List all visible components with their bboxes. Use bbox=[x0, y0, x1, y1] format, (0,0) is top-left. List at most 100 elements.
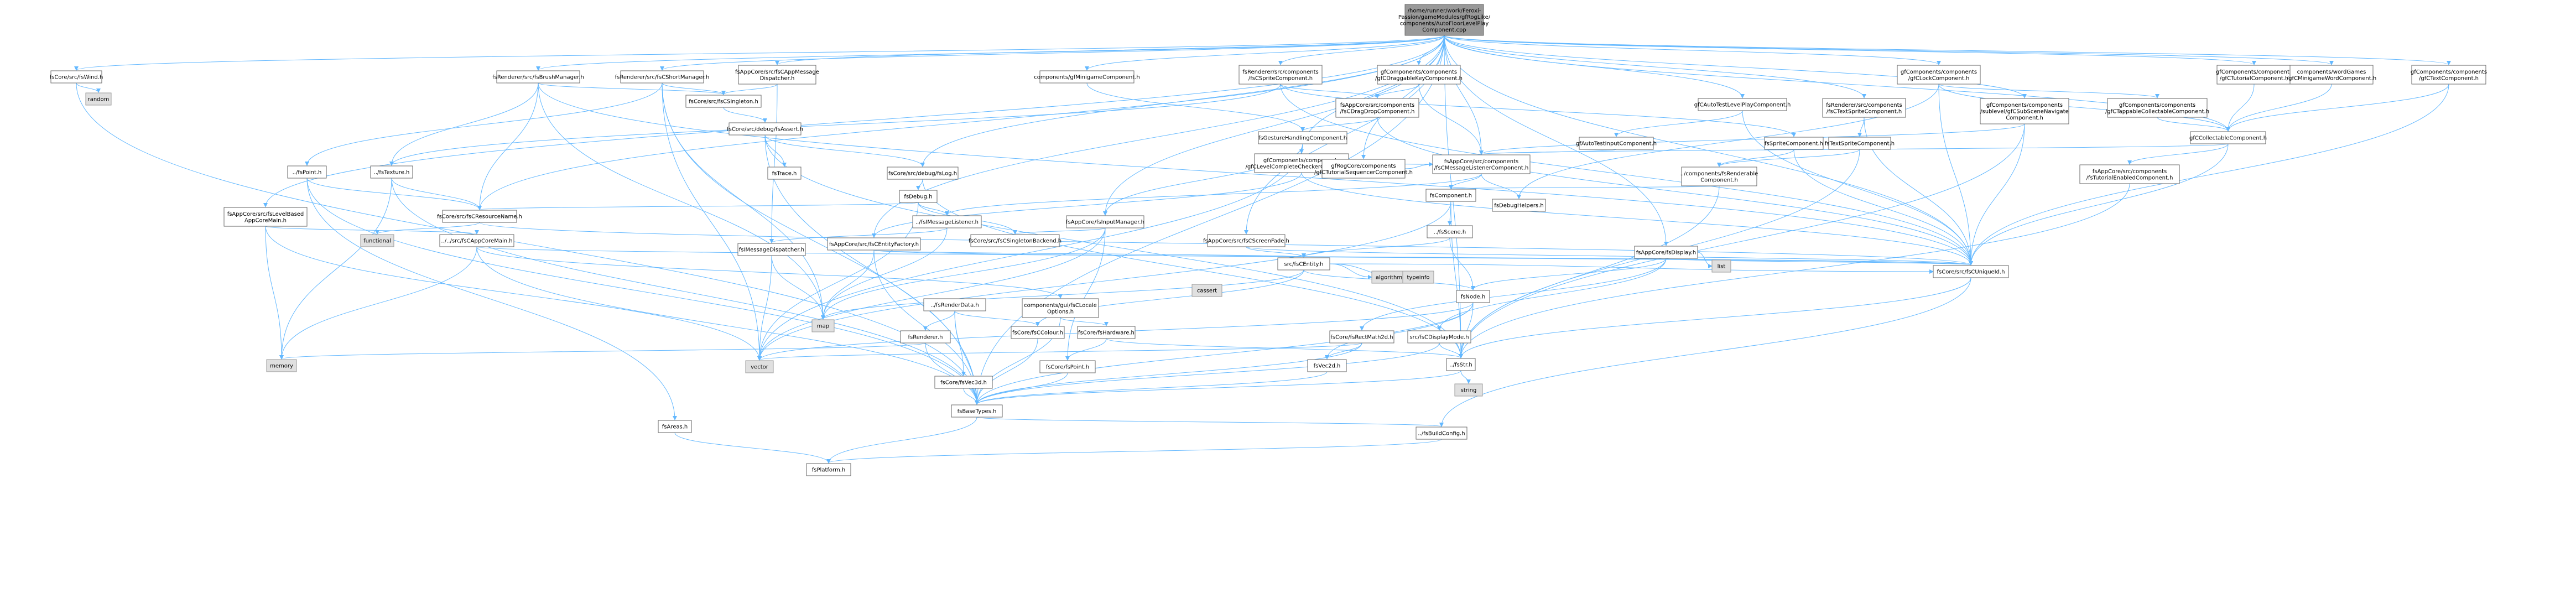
node-box bbox=[1897, 65, 1981, 85]
header-node[interactable]: fsCore/fsCColour.h bbox=[1011, 326, 1065, 339]
header-node[interactable]: fsCore/src/fsCSingletonBackend.h bbox=[969, 234, 1061, 247]
header-node[interactable]: src/fsCEntity.h bbox=[1277, 257, 1330, 271]
node-label: /gfCTappableCollectableComponent.h bbox=[2105, 108, 2209, 115]
header-node[interactable]: fsIMessageDispatcher.h bbox=[737, 243, 806, 256]
header-node[interactable]: gfComponents/components/gfCLockComponent… bbox=[1897, 65, 1981, 85]
include-edge bbox=[764, 134, 1463, 358]
header-node[interactable]: fsCore/src/debug/fsLog.h bbox=[887, 167, 959, 180]
include-edge bbox=[873, 249, 1973, 266]
header-node[interactable]: fsAppCore/src/components/fsTutorialEnabl… bbox=[2079, 164, 2180, 184]
node-label: gfComponents/components bbox=[1986, 102, 2063, 108]
header-node[interactable]: fsRenderer/src/fsBrushManager.h bbox=[492, 70, 584, 84]
header-node[interactable]: fsRenderer/src/components/fsCSpriteCompo… bbox=[1238, 65, 1323, 85]
header-node[interactable]: gfAutoTestInputComponent.h bbox=[1576, 137, 1657, 150]
header-node[interactable]: fsCore/src/fsCResourceName.h bbox=[437, 210, 522, 223]
system-header-node[interactable]: functional bbox=[360, 234, 394, 247]
header-node[interactable]: fsPlatform.h bbox=[806, 463, 851, 476]
include-edge bbox=[826, 417, 977, 464]
header-node[interactable]: gfCCollectableComponent.h bbox=[2189, 131, 2267, 144]
header-node[interactable]: fsCore/src/fsWind.h bbox=[50, 70, 103, 84]
system-header-node[interactable]: typeinfo bbox=[1402, 271, 1434, 284]
node-label: typeinfo bbox=[1407, 275, 1429, 281]
header-node[interactable]: fsDebug.h bbox=[899, 190, 938, 203]
header-node[interactable]: gfComponents/components/gfCTextComponent… bbox=[2411, 65, 2487, 85]
include-edge bbox=[1793, 149, 1973, 266]
header-node[interactable]: gfComponents/components/sublevel/gfCSubS… bbox=[1980, 98, 2069, 124]
node-label: /gfCLockComponent.h bbox=[1908, 75, 1970, 81]
system-header-node[interactable]: map bbox=[811, 319, 835, 332]
header-node[interactable]: fsBaseTypes.h bbox=[951, 404, 1003, 418]
system-header-node[interactable]: memory bbox=[266, 359, 297, 372]
header-node[interactable]: fsCore/src/debug/fsAssert.h bbox=[727, 122, 803, 136]
node-label: components/wordGames bbox=[2297, 69, 2366, 75]
header-node[interactable]: gfComponents/components/gfCDraggableKeyC… bbox=[1375, 65, 1463, 85]
header-node[interactable]: fsRenderer/src/fsCShortManager.h bbox=[615, 70, 710, 84]
header-node[interactable]: ../../src/fsCAppCoreMain.h bbox=[439, 234, 514, 247]
header-node[interactable]: ../fsRenderData.h bbox=[923, 298, 986, 311]
header-node[interactable]: ../fsPoint.h bbox=[287, 165, 327, 179]
header-node[interactable]: components/gfMinigameComponent.h bbox=[1034, 70, 1140, 84]
header-node[interactable]: fsCore/fsHardware.h bbox=[1077, 326, 1136, 339]
system-header-node[interactable]: cassert bbox=[1191, 284, 1222, 297]
include-edge bbox=[305, 82, 663, 166]
header-node[interactable]: fsCore/src/fsCSingleton.h bbox=[685, 95, 762, 108]
header-node[interactable]: fsRenderer/src/components/fsCTextSpriteC… bbox=[1822, 98, 1906, 118]
system-header-node[interactable]: random bbox=[85, 92, 112, 106]
root-file-node[interactable]: /home/runner/work/Feroxi-Passion/gameMod… bbox=[1398, 4, 1491, 36]
header-node[interactable]: fsAppCore/src/components/fsCDragDropComp… bbox=[1335, 98, 1419, 118]
node-label: vector bbox=[751, 365, 769, 371]
header-node[interactable]: fsAppCore/src/fsCEntityFactory.h bbox=[827, 237, 921, 251]
header-node[interactable]: ../fsScene.h bbox=[1427, 225, 1473, 238]
include-edge bbox=[757, 227, 1106, 361]
node-label: /sublevel/gfCSubSceneNavigate bbox=[1980, 109, 2069, 115]
system-header-node[interactable]: algorithm bbox=[1371, 271, 1407, 284]
header-node[interactable]: fsAppCore/src/components/fsCMessageListe… bbox=[1432, 154, 1531, 174]
system-header-node[interactable]: vector bbox=[745, 360, 774, 373]
header-node[interactable]: src/fsCDisplayMode.h bbox=[1407, 330, 1471, 344]
header-node[interactable]: fsCore/fsPoint.h bbox=[1039, 360, 1096, 373]
header-node[interactable]: fsTextSpriteComponent.h bbox=[1825, 137, 1895, 150]
node-label: Component.h bbox=[2006, 115, 2043, 121]
header-node[interactable]: components/wordGames/gfCMinigameWordComp… bbox=[2287, 65, 2376, 85]
header-node[interactable]: ../fsIMessageListener.h bbox=[912, 215, 982, 228]
header-node[interactable]: fsDebugHelpers.h bbox=[1492, 199, 1546, 212]
node-label: fsTextSpriteComponent.h bbox=[1825, 141, 1895, 147]
header-node[interactable]: fsSpriteComponent.h bbox=[1764, 137, 1824, 150]
header-node[interactable]: ../fsStr.h bbox=[1446, 358, 1476, 371]
header-node[interactable]: fsCore/fsRectMath2d.h bbox=[1329, 330, 1394, 344]
header-node[interactable]: gfComponents/components/gfCTutorialCompo… bbox=[2216, 65, 2292, 85]
system-header-node[interactable]: string bbox=[1454, 383, 1483, 397]
header-node[interactable]: gfRogCore/components/gfCTutorialSequence… bbox=[1314, 159, 1413, 179]
include-edge bbox=[306, 178, 979, 405]
header-node[interactable]: fsCore/fsVec3d.h bbox=[934, 376, 993, 389]
include-edge bbox=[821, 227, 948, 320]
node-label: fsNode.h bbox=[1461, 294, 1485, 300]
header-node[interactable]: fsVec2d.h bbox=[1307, 359, 1347, 372]
node-label: /fsCSpriteComponent.h bbox=[1248, 75, 1313, 81]
node-box bbox=[2107, 98, 2208, 118]
header-node[interactable]: fsCore/src/fsCUniqueId.h bbox=[1933, 265, 2009, 278]
header-node[interactable]: ../fsBuildConfig.h bbox=[1416, 426, 1467, 440]
header-node[interactable]: fsAppCore/fsInputManager.h bbox=[1066, 215, 1144, 228]
header-node[interactable]: fsAppCore/fsDisplay.h bbox=[1634, 246, 1698, 259]
header-node[interactable]: fsAreas.h bbox=[658, 420, 692, 433]
node-label: Options.h bbox=[1047, 309, 1074, 315]
node-label: fsAppCore/src/components bbox=[1444, 159, 1519, 165]
header-node[interactable]: fsGestureHandlingComponent.h bbox=[1258, 131, 1347, 144]
include-edge bbox=[375, 222, 480, 235]
header-node[interactable]: fsAppCore/src/fsCScreenFade.h bbox=[1203, 234, 1289, 247]
header-node[interactable]: gfCAutoTestLevelPlayComponent.h bbox=[1694, 98, 1791, 111]
include-edge bbox=[771, 255, 825, 320]
header-node[interactable]: fsNode.h bbox=[1456, 290, 1490, 303]
header-node[interactable]: fsTrace.h bbox=[767, 167, 802, 180]
header-node[interactable]: gfComponents/components/gfCTappableColle… bbox=[2105, 98, 2209, 118]
header-node[interactable]: fsRenderer.h bbox=[900, 330, 951, 344]
system-header-node[interactable]: list bbox=[1711, 259, 1731, 273]
node-box bbox=[1329, 330, 1394, 344]
header-node[interactable]: fsComponent.h bbox=[1425, 189, 1476, 202]
header-node[interactable]: ../fsTexture.h bbox=[370, 165, 413, 179]
